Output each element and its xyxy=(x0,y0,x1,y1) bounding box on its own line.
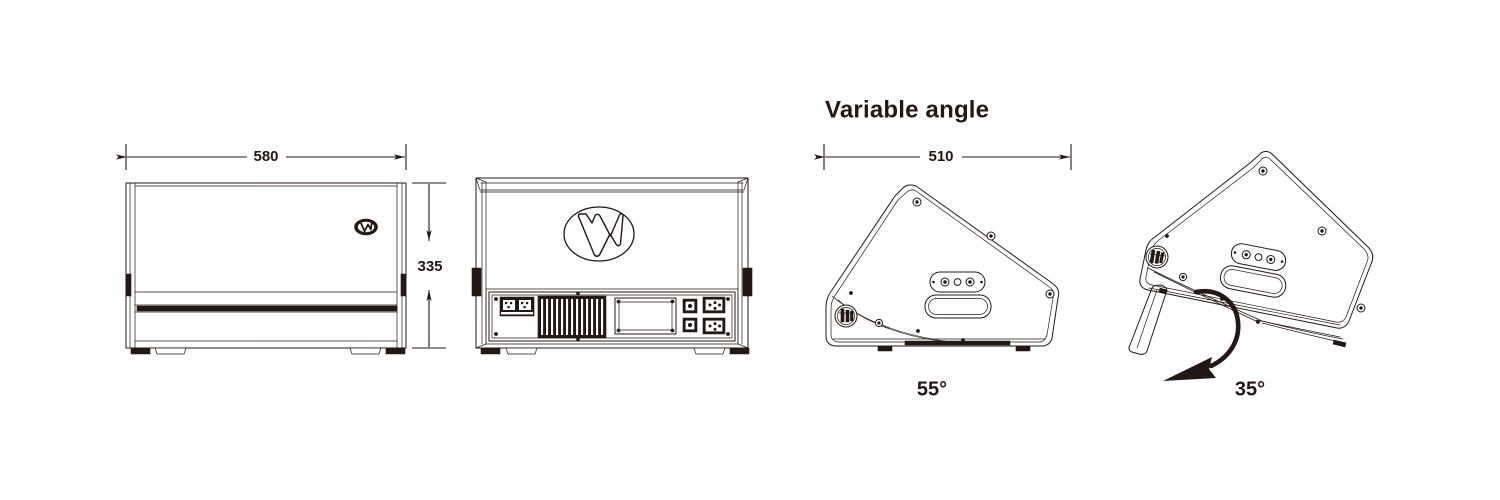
page-title: Variable angle xyxy=(825,96,989,123)
title-group: Variable angle xyxy=(825,96,989,123)
dimension-580-label: 580 xyxy=(253,148,278,165)
amplifier-panel xyxy=(485,288,739,345)
rear-view xyxy=(471,177,753,355)
front-view: 580 335 xyxy=(116,144,446,355)
bracket-plate-55 xyxy=(929,271,986,293)
side-view-55: 510 xyxy=(814,144,1072,400)
side-handle-recess-right xyxy=(400,273,407,297)
screw-heads-35 xyxy=(1165,166,1366,324)
rear-cabinet xyxy=(471,177,753,349)
v-logo-emblem xyxy=(563,206,635,262)
front-cabinet xyxy=(125,182,407,349)
angle-55-label: 55° xyxy=(917,378,947,400)
angle-35-label: 35° xyxy=(1235,378,1265,400)
logo-badge xyxy=(354,218,378,236)
rotation-arrow xyxy=(1163,288,1241,381)
dimension-510-label: 510 xyxy=(928,148,953,165)
dimension-335-label: 335 xyxy=(417,258,442,275)
dimension-580: 580 xyxy=(116,144,407,170)
vent-slots xyxy=(537,295,607,339)
rear-rubber-feet xyxy=(480,347,750,355)
wedge-profile-55 xyxy=(825,184,1060,347)
side-view-35: 35° xyxy=(1128,151,1374,400)
recessed-plate xyxy=(614,297,677,335)
bracket-plate-35 xyxy=(1230,243,1287,271)
input-connectors xyxy=(682,296,726,335)
dimension-335: 335 xyxy=(412,182,446,349)
dimension-510: 510 xyxy=(814,144,1072,170)
pole-mount-socket-35 xyxy=(1145,245,1169,269)
pole-mount-socket-55 xyxy=(834,304,858,328)
side-55-feet xyxy=(877,345,1031,352)
front-trim-strip xyxy=(134,291,398,313)
kickstand-leg xyxy=(1128,284,1168,355)
power-inlet xyxy=(499,296,535,317)
front-rubber-feet xyxy=(130,347,406,355)
carry-handle-55 xyxy=(924,294,992,319)
side-handle-recess-left xyxy=(125,273,132,297)
carry-handle-35 xyxy=(1219,265,1287,298)
screw-heads-55 xyxy=(849,197,1055,342)
